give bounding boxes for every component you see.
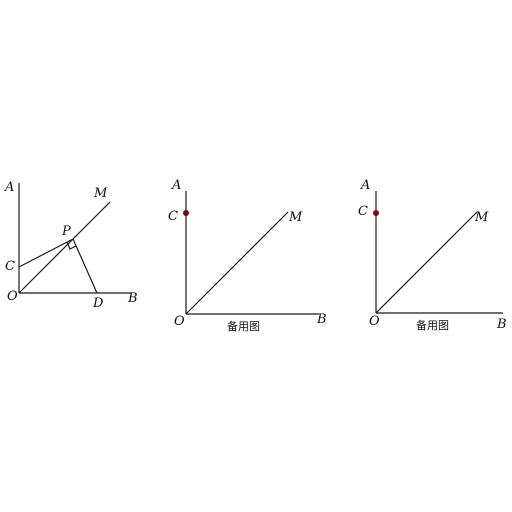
label-A: A — [360, 178, 370, 193]
label-A: A — [171, 178, 181, 193]
label-O: O — [7, 289, 18, 304]
label-D: D — [92, 296, 104, 311]
label-A: A — [4, 180, 14, 195]
label-M: M — [474, 210, 489, 225]
label-O: O — [174, 314, 185, 329]
right-angle-mark — [66, 241, 77, 250]
label-M: M — [93, 186, 108, 201]
label-B: B — [496, 317, 507, 332]
figure-main: A M P C O D B — [4, 180, 138, 311]
label-C: C — [358, 204, 368, 219]
figure-spare-2: A C M O B 备用图 — [358, 178, 507, 332]
point-C-dot — [183, 210, 189, 216]
ray-OM — [18, 201, 111, 294]
label-O: O — [369, 314, 380, 329]
ray-OM — [375, 211, 478, 314]
label-B: B — [127, 291, 138, 306]
spare-figure-caption: 备用图 — [416, 318, 449, 332]
figure-spare-1: A C M O B 备用图 — [168, 178, 327, 333]
label-M: M — [288, 210, 303, 225]
label-B: B — [316, 312, 327, 327]
point-C-dot — [373, 210, 379, 216]
label-P: P — [61, 224, 71, 239]
segment-CP — [18, 238, 74, 268]
segment-PD — [72, 238, 98, 294]
spare-figure-caption: 备用图 — [227, 319, 260, 333]
ray-OM — [185, 211, 289, 315]
label-C: C — [5, 259, 15, 274]
label-C: C — [168, 209, 178, 224]
